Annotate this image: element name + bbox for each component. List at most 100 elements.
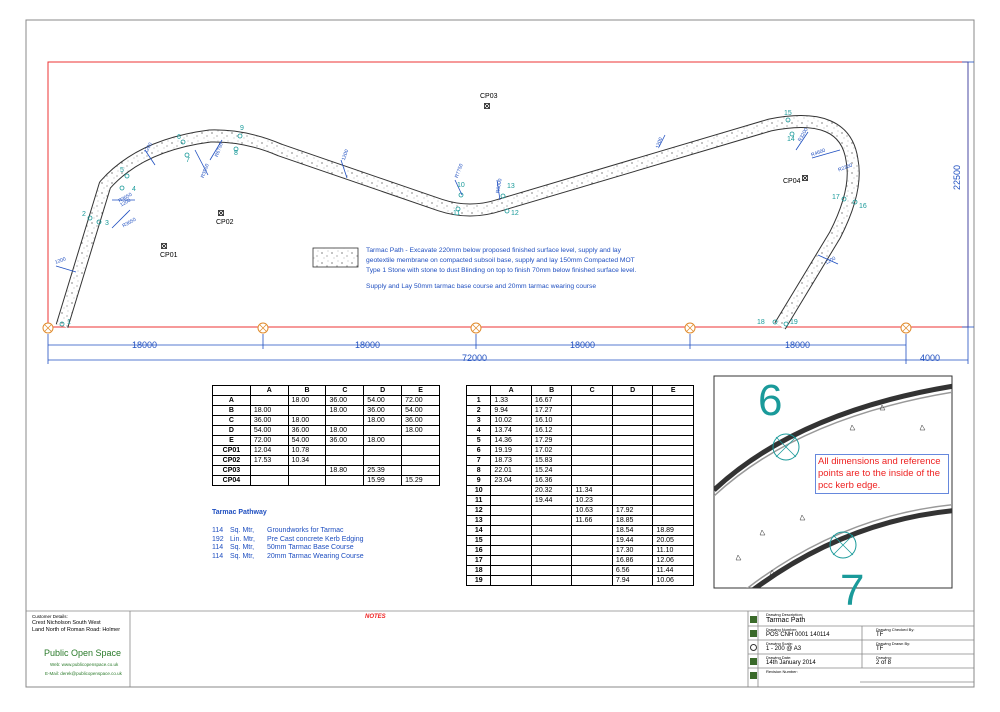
- table-cell: 11.34: [571, 485, 613, 496]
- sheet-border: [25, 19, 975, 688]
- point-5: 5: [120, 167, 124, 174]
- scale-label: Drawing Scale:: [766, 641, 793, 646]
- table-cell: 18.00: [325, 405, 365, 416]
- table-cell: 12.06: [652, 555, 694, 566]
- table-cell: 20.05: [652, 535, 694, 546]
- table-cell: [571, 555, 613, 566]
- table-cell: [571, 475, 613, 486]
- table-cell: 15.24: [530, 465, 573, 476]
- table-cell: 23.04: [490, 475, 532, 486]
- table-cell: [611, 465, 654, 476]
- point-11: 11: [453, 210, 461, 217]
- person-icon: [750, 644, 757, 651]
- table-cell: [571, 575, 613, 586]
- table-cell: [490, 565, 532, 576]
- tarmac-path-outline: [55, 115, 860, 330]
- point-4: 4: [132, 186, 136, 193]
- spec-note-line-4: Supply and Lay 50mm tarmac base course a…: [366, 283, 597, 290]
- row-label: 17: [465, 555, 492, 566]
- column-header: B: [530, 385, 573, 396]
- table-cell: 18.00: [401, 425, 440, 436]
- dim-total-width: 72000: [462, 353, 488, 363]
- detail-point-6: 6: [758, 376, 783, 425]
- row-label: 13: [465, 515, 492, 526]
- point-6: 6: [177, 134, 181, 141]
- table-cell: 18.73: [490, 455, 532, 466]
- point-9: 9: [240, 125, 244, 132]
- column-header: C: [325, 385, 365, 396]
- table-cell: [611, 395, 654, 406]
- table-cell: [490, 515, 532, 526]
- row-label: 10: [465, 485, 492, 496]
- drawing-number: POS CNH 0001 140114: [766, 632, 830, 638]
- row-label: 9: [465, 475, 492, 486]
- table-cell: 54.00: [401, 405, 440, 416]
- table-cell: [571, 445, 613, 456]
- table-cell: 16.10: [530, 415, 573, 426]
- tarmac-path-fill: [56, 116, 859, 329]
- table-cell: [249, 475, 289, 486]
- table-cell: 10.63: [571, 505, 613, 516]
- quantity-desc: 20mm Tarmac Wearing Course: [267, 552, 364, 560]
- table-cell: 54.00: [249, 425, 289, 436]
- row-label: 18: [465, 565, 492, 576]
- table-cell: [530, 555, 573, 566]
- table-cell: 7.94: [611, 575, 654, 586]
- row-label: 2: [465, 405, 492, 416]
- row-label: CP03: [212, 465, 251, 476]
- point-16: 16: [859, 203, 867, 210]
- table-cell: [363, 425, 403, 436]
- table-cell: [401, 455, 440, 466]
- point-12: 12: [511, 210, 519, 217]
- point-3: 3: [105, 220, 109, 227]
- spec-note-line-3: Type 1 Stone with stone to dust Blinding…: [366, 267, 637, 274]
- sheet-label: Drawing:: [876, 655, 892, 660]
- column-header: D: [611, 385, 654, 396]
- table-cell: 10.78: [287, 445, 327, 456]
- table-cell: 17.30: [611, 545, 654, 556]
- table-cell: [530, 525, 573, 536]
- quantity-qty: 114: [212, 527, 224, 534]
- table-cell: 18.00: [363, 415, 403, 426]
- drawing-desc: Tarmac Path: [766, 617, 806, 624]
- table-cell: 18.00: [325, 425, 365, 436]
- reference-point-crosses: [44, 324, 910, 332]
- table-cell: 18.54: [611, 525, 654, 536]
- table-cell: 10.23: [571, 495, 613, 506]
- row-label: 6: [465, 445, 492, 456]
- table-cell: [490, 525, 532, 536]
- row-label: 11: [465, 495, 492, 506]
- checked-label: Drawing Checked By:: [876, 627, 915, 632]
- point-18: 18: [757, 319, 765, 326]
- table-cell: [249, 395, 289, 406]
- table-cell: [530, 535, 573, 546]
- table-cell: 16.12: [530, 425, 573, 436]
- table-cell: 14.36: [490, 435, 532, 446]
- checked-by: TF: [876, 632, 884, 638]
- table-cell: 17.29: [530, 435, 573, 446]
- spec-note-line-1: Tarmac Path - Excavate 220mm below propo…: [366, 247, 621, 254]
- column-header: A: [490, 385, 532, 396]
- table-cell: [571, 465, 613, 476]
- table-cell: 72.00: [249, 435, 289, 446]
- table-cell: 17.53: [249, 455, 289, 466]
- table-cell: [490, 495, 532, 506]
- column-header: A: [249, 385, 289, 396]
- table-cell: 19.44: [530, 495, 573, 506]
- table-cell: 20.32: [530, 485, 573, 496]
